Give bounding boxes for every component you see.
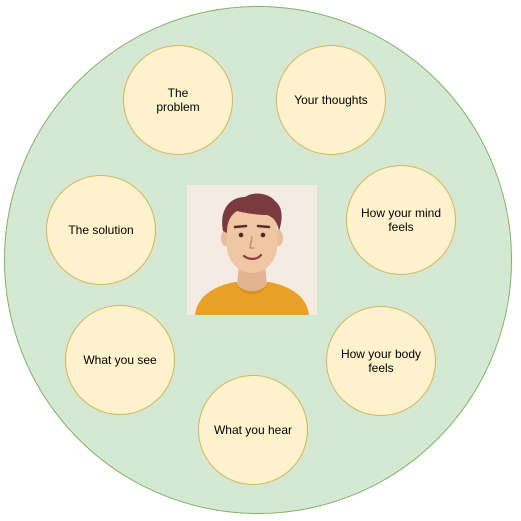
node-label: Your thoughts xyxy=(294,93,368,107)
person-avatar-icon[interactable] xyxy=(187,185,317,315)
node-what-you-hear[interactable]: What you hear xyxy=(198,375,308,485)
node-how-your-mind-feels[interactable]: How your mind feels xyxy=(346,165,456,275)
node-label: How your body feels xyxy=(340,347,422,375)
node-label: How your mind feels xyxy=(360,206,442,234)
node-label: The problem xyxy=(156,86,200,114)
node-the-solution[interactable]: The solution xyxy=(46,175,156,285)
node-label: The solution xyxy=(68,223,134,237)
node-label: What you see xyxy=(83,353,157,367)
node-what-you-see[interactable]: What you see xyxy=(65,305,175,415)
person-avatar-graphic xyxy=(195,193,309,315)
node-how-your-body-feels[interactable]: How your body feels xyxy=(326,306,436,416)
node-the-problem[interactable]: The problem xyxy=(123,45,233,155)
node-your-thoughts[interactable]: Your thoughts xyxy=(276,45,386,155)
node-label: What you hear xyxy=(213,423,293,437)
